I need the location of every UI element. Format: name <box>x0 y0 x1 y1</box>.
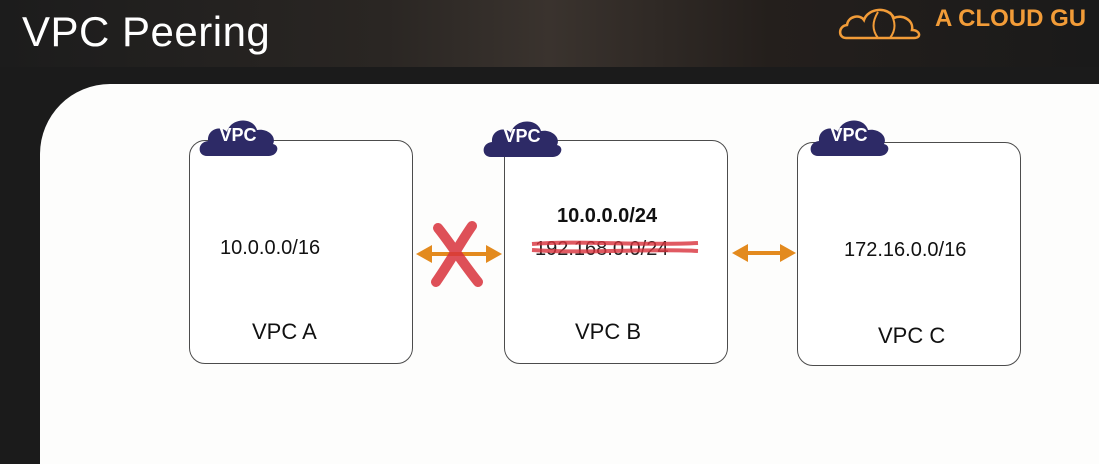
blocked-cross-icon <box>431 221 483 287</box>
vpc-b-cidr: 10.0.0.0/24 <box>557 205 658 227</box>
header-bar: VPC Peering A CLOUD GU <box>0 0 1099 67</box>
vpc-a-label: VPC A <box>252 319 317 344</box>
vpc-b-badge: VPC <box>481 113 563 159</box>
vpc-c-cidr: 172.16.0.0/16 <box>844 239 967 261</box>
vpc-b-badge-label: VPC <box>503 126 541 146</box>
cidr-strikethrough <box>531 240 699 254</box>
vpc-a-badge: VPC <box>197 112 279 158</box>
brand-name: A CLOUD GU <box>935 5 1087 32</box>
vpc-c-badge: VPC <box>808 112 890 158</box>
vpc-b-label: VPC B <box>575 319 642 344</box>
peering-arrow-b-c <box>732 244 796 262</box>
vpc-a-badge-label: VPC <box>219 125 257 145</box>
vpc-c-label: VPC C <box>878 323 946 348</box>
page-title: VPC Peering <box>22 8 271 55</box>
vpc-cloud-icon <box>810 120 889 156</box>
vpc-c-box: 172.16.0.0/16 VPC C <box>797 142 1021 366</box>
vpc-c-badge-label: VPC <box>830 125 868 145</box>
vpc-a-cidr: 10.0.0.0/16 <box>220 237 321 259</box>
brand-logo: A CLOUD GU <box>838 0 1099 50</box>
vpc-a-box: 10.0.0.0/16 VPC A <box>189 140 413 364</box>
connections-layer <box>416 221 796 287</box>
vpc-cloud-icon <box>199 120 278 156</box>
cloud-logo-icon <box>838 8 921 40</box>
vpc-cloud-icon <box>483 121 562 157</box>
